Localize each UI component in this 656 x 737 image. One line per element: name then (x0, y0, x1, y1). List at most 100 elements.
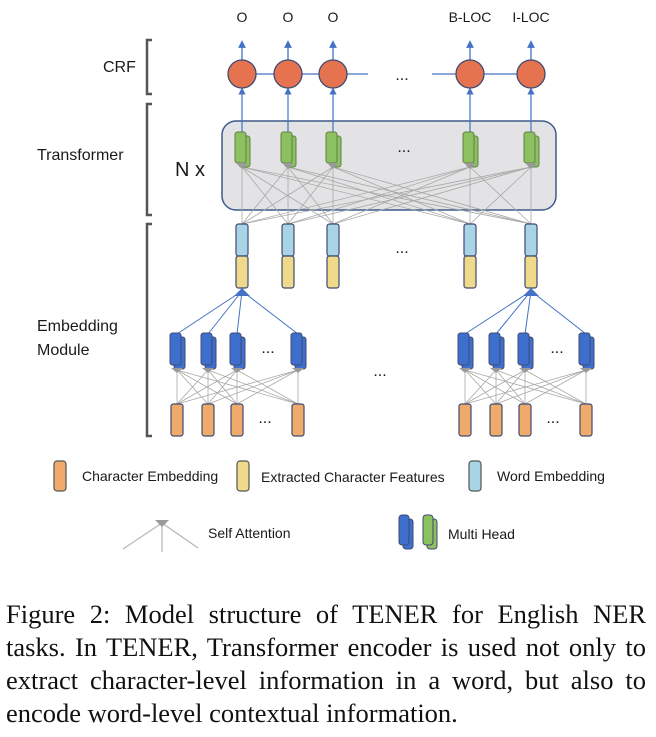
embedding-module-label: Module (37, 342, 90, 359)
ellipsis-transformer: ... (397, 139, 410, 156)
pooling-line (207, 290, 243, 335)
attention-line (176, 369, 209, 405)
multi-head-block (234, 131, 251, 169)
legend-swatch-extracted-features (236, 460, 250, 492)
head-front (234, 131, 247, 164)
output-label: O (283, 9, 294, 25)
repeat-label: N x (175, 159, 205, 181)
multi-head-block (280, 131, 297, 169)
attention-line (287, 166, 532, 225)
attention-arrowhead (459, 368, 471, 373)
attention-arrowhead (525, 163, 537, 169)
legend: Character Embedding Extracted Character … (53, 460, 605, 552)
legend-label-character-embedding: Character Embedding (82, 468, 218, 484)
output-label: O (328, 9, 339, 25)
transformer-bracket (145, 102, 152, 217)
head-front (462, 131, 475, 164)
extracted-features (326, 255, 340, 289)
multi-head-block (523, 131, 540, 169)
embedding-bracket (145, 222, 152, 438)
crf-node (455, 59, 485, 89)
attention-line (287, 166, 471, 225)
pooling-line (530, 290, 587, 335)
word-representations (235, 223, 538, 289)
character-encoder-group (457, 288, 595, 437)
attention-line (469, 166, 532, 225)
head-front (523, 131, 536, 164)
transformer-label: Transformer (37, 147, 124, 164)
transformer-to-crf-connectors (238, 87, 535, 135)
pooling-line (236, 290, 243, 335)
attention-line (464, 369, 497, 405)
character-embedding (230, 403, 244, 437)
head-front (280, 131, 293, 164)
attention-line (207, 369, 299, 405)
multi-head-block (462, 131, 479, 169)
character-embedding (518, 403, 532, 437)
char-head-front (169, 332, 182, 366)
word-embedding (281, 223, 295, 257)
crf-node (273, 59, 303, 89)
pooling-line (524, 290, 532, 335)
attention-line (176, 369, 299, 405)
attention-line (236, 369, 299, 405)
char-head-front (229, 332, 242, 366)
pooling-line (495, 290, 532, 335)
character-encoders (169, 288, 595, 437)
extracted-features (463, 255, 477, 289)
char-head-front (578, 332, 591, 366)
attention-arrowhead (490, 368, 502, 373)
embedding-module-label: Embedding (37, 318, 118, 335)
character-embedding (201, 403, 215, 437)
char-head-front (517, 332, 530, 366)
crf-node (227, 59, 257, 89)
character-embedding (291, 403, 305, 437)
word-embedding (524, 223, 538, 257)
word-embedding (463, 223, 477, 257)
output-labels: O O O B-LOC I-LOC (237, 9, 550, 25)
pooling-line (176, 290, 243, 335)
figure-caption: Figure 2: Model structure of TENER for E… (6, 599, 646, 728)
ellipsis-heads-left: ... (261, 340, 274, 357)
output-label: I-LOC (512, 9, 549, 25)
attention-arrowhead (202, 368, 214, 373)
attention-line (464, 369, 587, 405)
attention-arrowhead (236, 163, 248, 169)
attention-line (176, 369, 238, 405)
attention-line (332, 166, 471, 225)
pooling-line (241, 290, 299, 335)
attention-line (495, 369, 526, 405)
model-diagram: O O O B-LOC I-LOC CRF Transformer Embedd… (37, 9, 605, 552)
legend-label-multi-head: Multi Head (448, 526, 515, 542)
output-label: O (237, 9, 248, 25)
character-embedding (489, 403, 503, 437)
attention-line (524, 369, 587, 405)
legend-swatch-word-embedding (468, 460, 482, 492)
crf-bracket (145, 38, 152, 96)
crf-label: CRF (103, 59, 136, 76)
attention-arrowhead (231, 368, 243, 373)
word-stack (235, 223, 249, 289)
ellipsis-groups: ... (373, 363, 386, 380)
ellipsis-chars-left: ... (258, 410, 271, 427)
ellipsis-heads-right: ... (550, 340, 563, 357)
attention-arrowhead (171, 368, 183, 373)
extracted-features (524, 255, 538, 289)
attention-arrowhead (282, 163, 294, 169)
attention-arrowhead (464, 163, 476, 169)
output-label: B-LOC (449, 9, 492, 25)
attention-line (207, 369, 238, 405)
attention-line (241, 166, 471, 225)
pooling-arrowhead (234, 288, 250, 296)
ellipsis-words: ... (395, 240, 408, 257)
word-embedding (235, 223, 249, 257)
transformer-heads (234, 131, 540, 169)
multi-head-icon (398, 514, 438, 550)
ellipses: ... ... ... ... ... ... ... ... (258, 67, 563, 427)
extracted-features (281, 255, 295, 289)
char-head-front (200, 332, 213, 366)
char-head-front (488, 332, 501, 366)
word-embedding (326, 223, 340, 257)
attention-line (241, 166, 532, 225)
legend-label-extracted-features: Extracted Character Features (261, 469, 445, 485)
